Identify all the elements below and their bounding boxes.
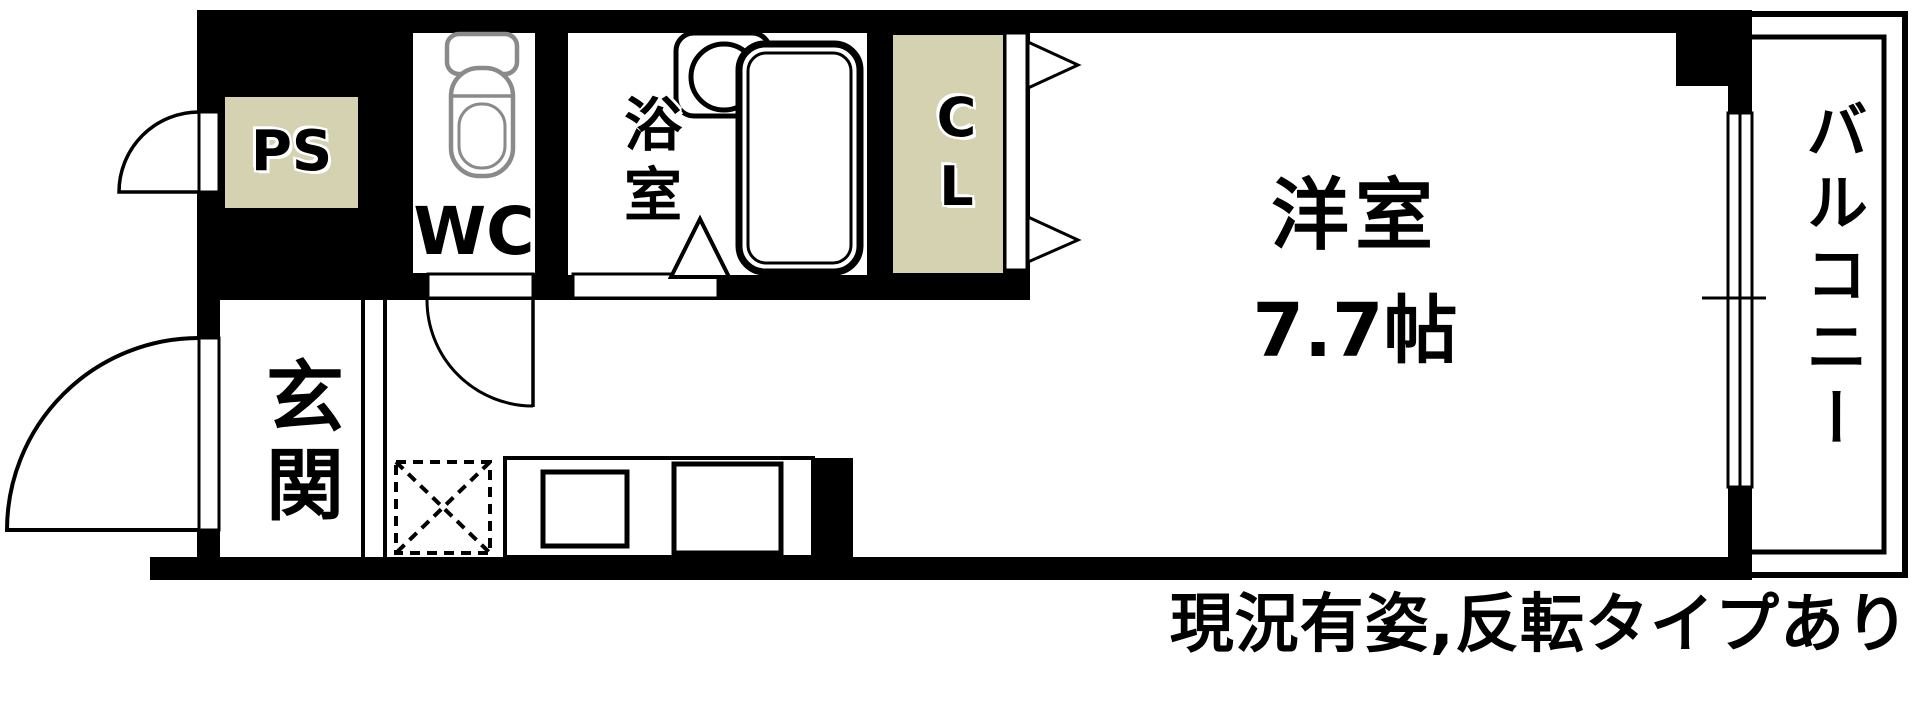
kitchen-sink [540,469,630,549]
entrance-door-leaf [197,336,221,532]
toilet-icon [444,31,520,179]
wc-door [425,299,535,408]
service-band [197,10,1030,300]
toilet-bowl-inner [457,102,507,170]
ps-door-swing-arc [117,110,200,194]
closet-arrow-bottom [1026,214,1082,265]
entrance-door-swing-arc [4,336,200,532]
bathroom-fixtures [667,30,864,279]
wc-door-swing-arc [425,299,534,408]
bathtub-icon [735,40,864,276]
ps-door-leaf [197,110,221,194]
balcony-window [1702,111,1766,489]
closet-door-arrows [1026,39,1082,265]
closet-door-panel [1003,31,1029,272]
kitchen-stove [671,461,784,556]
kitchen-end-wall [813,458,853,557]
bottom-wall [150,557,1752,580]
right-wall-lower [1728,487,1752,580]
outer-walls [150,10,1752,580]
kitchen [394,456,853,559]
right-wall-stub [1728,86,1752,113]
bathroom-folding-door-mark [667,214,733,279]
entrance-door [4,336,221,532]
left-wall-upper [197,10,220,112]
top-wall [197,10,1752,33]
refrigerator-cross-2 [394,460,492,555]
balcony-inner-rail [1752,34,1887,555]
closet-arrow-top [1026,39,1082,91]
bathtub-inner-line [746,51,853,265]
balcony-outer-rail [1752,11,1908,578]
pipe-space-box [225,97,358,208]
wc-door-sill [426,272,535,300]
balcony-railing [1752,11,1908,578]
right-wall-corner-block [1676,10,1752,86]
pipe-space-door [117,110,221,194]
refrigerator-cross-1 [394,460,492,555]
closet-box [893,35,1003,273]
left-wall-middle [197,192,220,338]
entrance-step [361,300,387,557]
